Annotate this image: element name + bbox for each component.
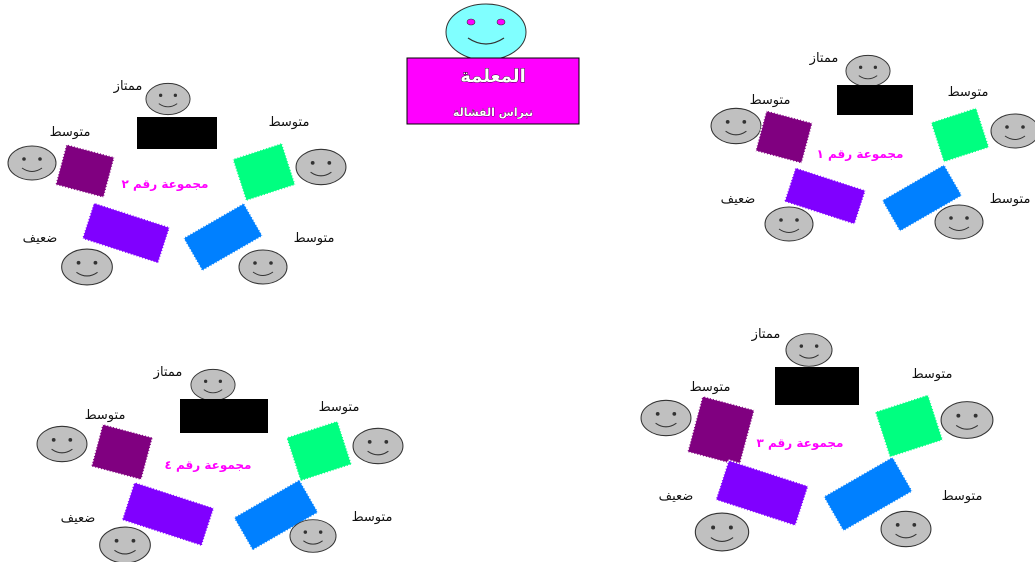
face-weak [694,512,750,552]
face-average-right [295,148,347,186]
group-3: ممتاز متوسط متوسط مجموعة رقم ٣ ضعيف متوس… [640,327,994,552]
desk-average-bottom [232,478,320,552]
label-average-bottom: متوسط [294,231,335,246]
group-1: ممتاز متوسط متوسط مجموعة رقم ١ ضعيف متوس… [710,51,1035,242]
label-average-left: متوسط [750,93,791,108]
desk-average-right [929,106,991,164]
face-average-bottom [934,204,984,240]
face-average-right [940,401,994,439]
label-excellent: ممتاز [809,51,839,66]
face-average-right [352,427,404,465]
label-average-left: متوسط [85,408,126,423]
label-weak: ضعيف [659,489,694,504]
group-1-label: مجموعة رقم ١ [817,147,904,162]
desk-average-right [285,419,353,483]
face-excellent [190,368,236,402]
desk-weak [783,166,867,226]
label-average-bottom: متوسط [990,192,1031,207]
face-average-left [7,145,57,181]
label-excellent: ممتاز [153,365,183,380]
teacher: المعلمة نبراس الفشالة [406,3,580,125]
desk-weak [714,459,810,527]
group-2-label: مجموعة رقم ٢ [122,177,209,192]
label-average-right: متوسط [912,367,953,382]
desk-excellent [775,367,859,405]
face-excellent [845,54,891,88]
group-4-label: مجموعة رقم ٤ [165,458,252,473]
face-average-left [640,399,692,437]
desk-excellent [137,117,217,149]
label-average-bottom: متوسط [352,510,393,525]
label-average-left: متوسط [50,125,91,140]
group-4: ممتاز متوسط متوسط مجموعة رقم ٤ ضعيف متوس… [36,365,404,562]
face-average-right [990,113,1035,149]
face-excellent [145,82,191,116]
label-weak: ضعيف [61,511,96,526]
face-average-bottom [880,510,932,548]
desk-average-right [874,393,944,459]
label-average-right: متوسط [269,115,310,130]
face-weak [764,206,814,242]
desk-weak [120,481,216,547]
desk-average-bottom [182,202,264,272]
teacher-title: المعلمة [460,66,526,87]
face-weak [99,526,151,562]
label-average-right: متوسط [319,400,360,415]
label-average-right: متوسط [948,85,989,100]
teacher-face [445,3,527,61]
group-2: ممتاز متوسط متوسط مجموعة رقم ٢ ضعيف متوس… [7,79,347,286]
desk-average-bottom [822,455,914,533]
label-weak: ضعيف [721,192,756,207]
group-3-label: مجموعة رقم ٣ [757,436,844,451]
face-excellent [785,333,833,367]
face-average-left [710,107,762,145]
label-average-bottom: متوسط [942,489,983,504]
label-excellent: ممتاز [751,327,781,342]
desk-average-left [686,395,756,467]
face-average-bottom [238,249,288,285]
face-average-left [36,425,88,463]
face-weak [61,248,113,286]
desk-excellent [837,85,913,115]
desk-average-left [754,109,814,165]
label-weak: ضعيف [23,231,58,246]
desk-average-right [231,142,297,202]
face-average-bottom [289,519,337,553]
desk-weak [81,201,171,265]
desk-average-left [54,143,116,199]
label-average-left: متوسط [690,380,731,395]
desk-average-left [90,423,154,481]
teacher-name: نبراس الفشالة [453,106,533,119]
teacher-box [406,57,580,125]
desk-excellent [180,399,268,433]
desk-average-bottom [880,163,964,233]
label-excellent: ممتاز [113,79,143,94]
